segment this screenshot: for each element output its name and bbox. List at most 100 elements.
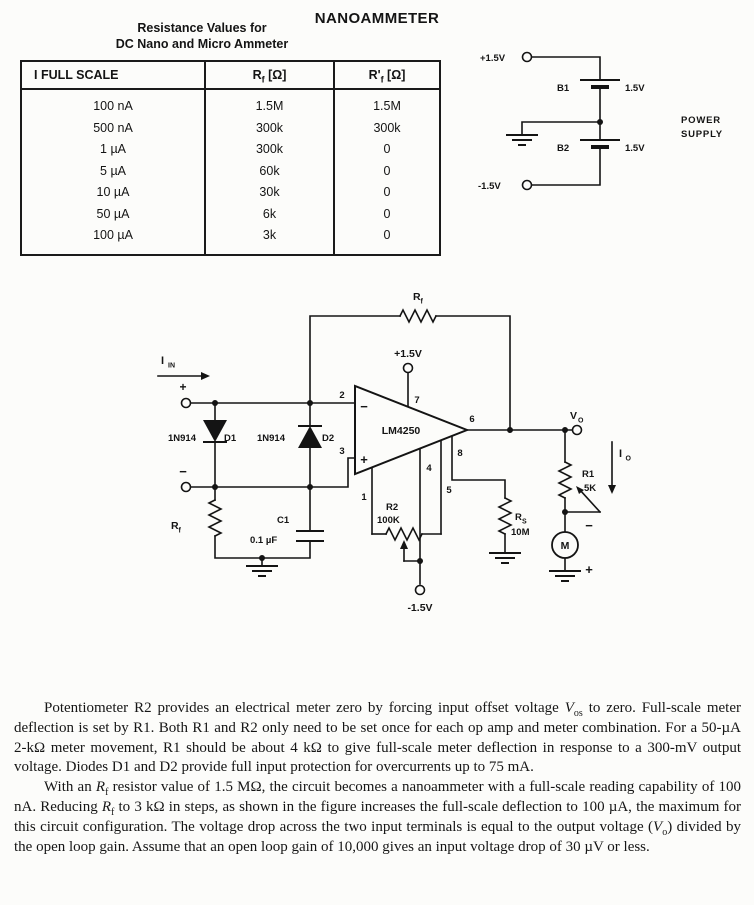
- text-segment: R': [368, 68, 381, 82]
- label-rf-feedback: R: [413, 291, 421, 303]
- label-power-supply-1: POWER: [681, 115, 721, 126]
- table-cell: 0: [333, 138, 440, 160]
- text-segment: ) divided by the open loop gain. Assume …: [14, 818, 741, 855]
- label-b1-value: 1.5V: [625, 83, 645, 94]
- label-c1: C1: [277, 515, 290, 526]
- label-vo-sub: O: [578, 418, 584, 425]
- table-cell: 0: [333, 160, 440, 182]
- table-cell: 6k: [204, 203, 334, 225]
- io-arrow: [608, 441, 616, 494]
- label-r1-value: 5K: [584, 483, 596, 494]
- label-r2: R2: [386, 502, 398, 513]
- text-segment: f: [105, 787, 109, 799]
- label-pin1: 1: [361, 492, 367, 503]
- terminal-minus-1v5: [521, 179, 533, 191]
- text-segment: [Ω]: [383, 68, 406, 82]
- input-terminal-negative: [180, 481, 192, 493]
- circuit-wires: [190, 315, 573, 585]
- meter-m: [551, 531, 579, 559]
- label-power-supply-2: SUPPLY: [681, 129, 723, 140]
- resistor-rs: [497, 496, 513, 536]
- label-io-sub: O: [626, 456, 632, 463]
- iin-arrow: [157, 372, 210, 380]
- table-cell: 3k: [204, 224, 334, 255]
- label-iin-sub: IN: [168, 363, 175, 370]
- text-segment: f: [111, 806, 115, 818]
- ground-symbol-rs: [489, 552, 521, 564]
- label-d1-part: 1N914: [168, 433, 197, 444]
- ground-symbol-meter: [549, 570, 581, 582]
- table-cell: 1.5M: [204, 89, 334, 117]
- table-cell: 300k: [333, 117, 440, 139]
- potentiometer-r2: [384, 526, 424, 562]
- label-d2: D2: [322, 433, 334, 444]
- table-col-header: I FULL SCALE: [21, 61, 205, 90]
- resistor-rf-feedback: [398, 308, 438, 324]
- label-vminus: -1.5V: [407, 602, 432, 614]
- text-segment: I FULL SCALE: [34, 68, 119, 82]
- table-cell: 50 µA: [96, 206, 130, 221]
- text-segment: With an: [44, 779, 96, 796]
- junction-dots: [212, 400, 568, 564]
- terminal-vminus: [414, 584, 426, 596]
- page-title: NANOAMMETER: [314, 10, 440, 28]
- text-segment: f: [380, 74, 384, 85]
- label-d2-part: 1N914: [257, 433, 286, 444]
- text-segment: resistor value of 1.5 MΩ, the circuit be…: [14, 779, 741, 815]
- label-b1: B1: [557, 83, 570, 94]
- battery-b1: [580, 79, 620, 89]
- label-rf-feedback-sub: f: [421, 299, 424, 306]
- label-input-minus: −: [179, 464, 187, 479]
- table-cell: 0: [333, 203, 440, 225]
- label-pin6: 6: [469, 414, 474, 425]
- label-opamp-minus: −: [360, 399, 368, 414]
- text-segment: R: [95, 779, 106, 796]
- label-pin3: 3: [339, 446, 344, 457]
- label-meter-minus: −: [585, 518, 593, 533]
- label-pin5: 5: [446, 485, 452, 496]
- table-cell: 10 µA: [96, 185, 130, 199]
- table-caption: Resistance Values for DC Nano and Micro …: [22, 21, 382, 52]
- opamp-body: [354, 384, 470, 476]
- table-col-header: Rf [Ω]: [204, 61, 334, 90]
- label-r2-value: 100K: [377, 515, 400, 526]
- label-vplus: +1.5V: [394, 348, 422, 360]
- diode-d2: [298, 402, 322, 488]
- label-d1: D1: [224, 433, 237, 444]
- body-text: Potentiometer R2 provides an electrical …: [14, 699, 741, 857]
- label-iin: I: [161, 355, 164, 367]
- label-rs-value: 10M: [511, 527, 530, 538]
- table-cell: 0: [333, 181, 440, 203]
- label-supply-plus: +1.5V: [480, 53, 506, 64]
- table-caption-line1: Resistance Values for: [137, 21, 267, 35]
- table-cell: 1.5M: [333, 89, 440, 117]
- power-supply-wires: [521, 56, 601, 186]
- resistor-rf-input: [207, 498, 223, 538]
- text-segment: V: [564, 700, 574, 716]
- text-segment: [Ω]: [264, 68, 287, 82]
- text-segment: to 3 kΩ in steps, as shown in the figure…: [14, 798, 741, 835]
- table-cell: 300k: [204, 138, 334, 160]
- paragraph-1: Potentiometer R2 provides an electrical …: [14, 699, 741, 778]
- circuit-schematic: I IN + − 1N914 D1 1N914 D2 R f C1 0.1 µF…: [157, 291, 632, 614]
- table-col-header: R'f [Ω]: [333, 61, 440, 90]
- label-rs-sub: S: [522, 519, 527, 526]
- table-cell: 30k: [204, 181, 334, 203]
- text-segment: R: [252, 68, 262, 82]
- label-rs: R: [515, 512, 522, 523]
- text-segment: f: [261, 74, 265, 85]
- label-c1-value: 0.1 µF: [250, 535, 277, 546]
- table-cell: 5 µA: [100, 163, 126, 178]
- table-cell: 60k: [204, 160, 334, 182]
- table-cell: 0: [333, 224, 440, 255]
- table-cell: 1 µA: [100, 142, 126, 156]
- label-r1: R1: [582, 469, 595, 480]
- terminal-vo: [571, 424, 583, 436]
- terminal-vplus: [402, 362, 414, 374]
- label-pin7: 7: [414, 395, 419, 406]
